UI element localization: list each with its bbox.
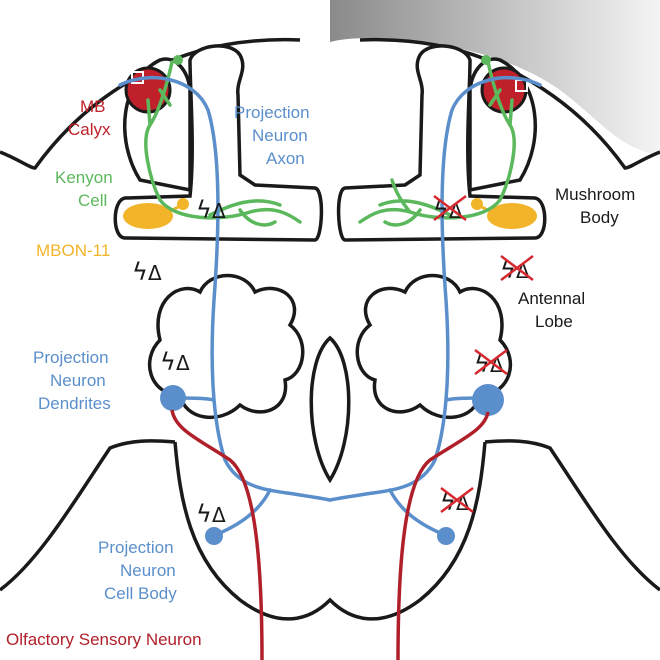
- delta-icon: Δ: [176, 351, 190, 375]
- blocked-stimulus-lower: ϟ Δ: [500, 255, 534, 284]
- lower-lobe-outline: [173, 441, 487, 621]
- label-osn: Olfactory Sensory Neuron: [6, 630, 202, 649]
- label-pn-dend-2: Neuron: [50, 371, 106, 390]
- label-calyx: Calyx: [68, 120, 111, 139]
- cross-icon: [433, 195, 467, 221]
- cross-icon: [440, 487, 474, 513]
- central-stalk-outline: [113, 44, 324, 242]
- label-antennal-1: Antennal: [518, 289, 585, 308]
- osn-left: [170, 409, 264, 660]
- label-pn-dend-1: Projection: [33, 348, 109, 367]
- osn-right: [396, 411, 490, 660]
- label-pn-body-2: Neuron: [120, 561, 176, 580]
- label-antennal-2: Lobe: [535, 312, 573, 331]
- kenyon-cell-left: [144, 60, 302, 227]
- mbon-soma-left: [177, 198, 189, 210]
- pn-cell-body-right: [437, 527, 455, 545]
- stimulus-icon: ϟ: [160, 348, 176, 376]
- pn-dendrite-soma-right: [472, 384, 504, 416]
- brain-edge-left-lower: [0, 439, 176, 592]
- label-mushroom-2: Body: [580, 208, 619, 227]
- brain-edge-right-lower: [484, 439, 660, 592]
- stimulus-icon: ϟ: [196, 500, 212, 528]
- delta-icon: Δ: [148, 261, 162, 285]
- kenyon-soma-left: [173, 55, 183, 65]
- label-pn-axon-1: Projection: [234, 103, 310, 122]
- label-pn-dend-3: Dendrites: [38, 394, 111, 413]
- label-pn-body-1: Projection: [98, 538, 174, 557]
- mbon-blob-left: [123, 203, 173, 229]
- pn-cell-body-left: [205, 527, 223, 545]
- stimulus-icon: ϟ: [196, 196, 212, 224]
- cross-icon: [500, 255, 534, 281]
- kenyon-cell-right: [358, 60, 516, 227]
- label-pn-axon-3: Axon: [266, 149, 305, 168]
- cross-icon: [474, 349, 508, 375]
- label-mbon: MBON-11: [36, 241, 110, 260]
- label-pn-axon-2: Neuron: [252, 126, 308, 145]
- delta-icon: Δ: [212, 199, 226, 223]
- esophageal-foramen: [309, 335, 351, 484]
- brain-edge-left-upper: [0, 37, 301, 170]
- label-mushroom-1: Mushroom: [555, 185, 635, 204]
- pn-dendrite-soma-left: [160, 385, 186, 411]
- label-mb: MB: [80, 97, 106, 116]
- brain-edge-right-upper: [359, 37, 660, 170]
- blocked-stimulus-cellbody: ϟ Δ: [440, 487, 474, 516]
- blocked-stimulus-al: ϟ Δ: [474, 349, 508, 378]
- label-kenyon-1: Kenyon: [55, 168, 113, 187]
- kenyon-soma-right: [481, 55, 491, 65]
- label-pn-body-3: Cell Body: [104, 584, 177, 603]
- stimulus-icon: ϟ: [132, 258, 148, 286]
- delta-icon: Δ: [212, 503, 226, 527]
- blocked-stimulus-mb: ϟ Δ: [433, 195, 467, 224]
- mbon-soma-right: [471, 198, 483, 210]
- label-kenyon-2: Cell: [78, 191, 107, 210]
- mbon-blob-right: [487, 203, 537, 229]
- central-stalk-outline-right: [336, 44, 547, 242]
